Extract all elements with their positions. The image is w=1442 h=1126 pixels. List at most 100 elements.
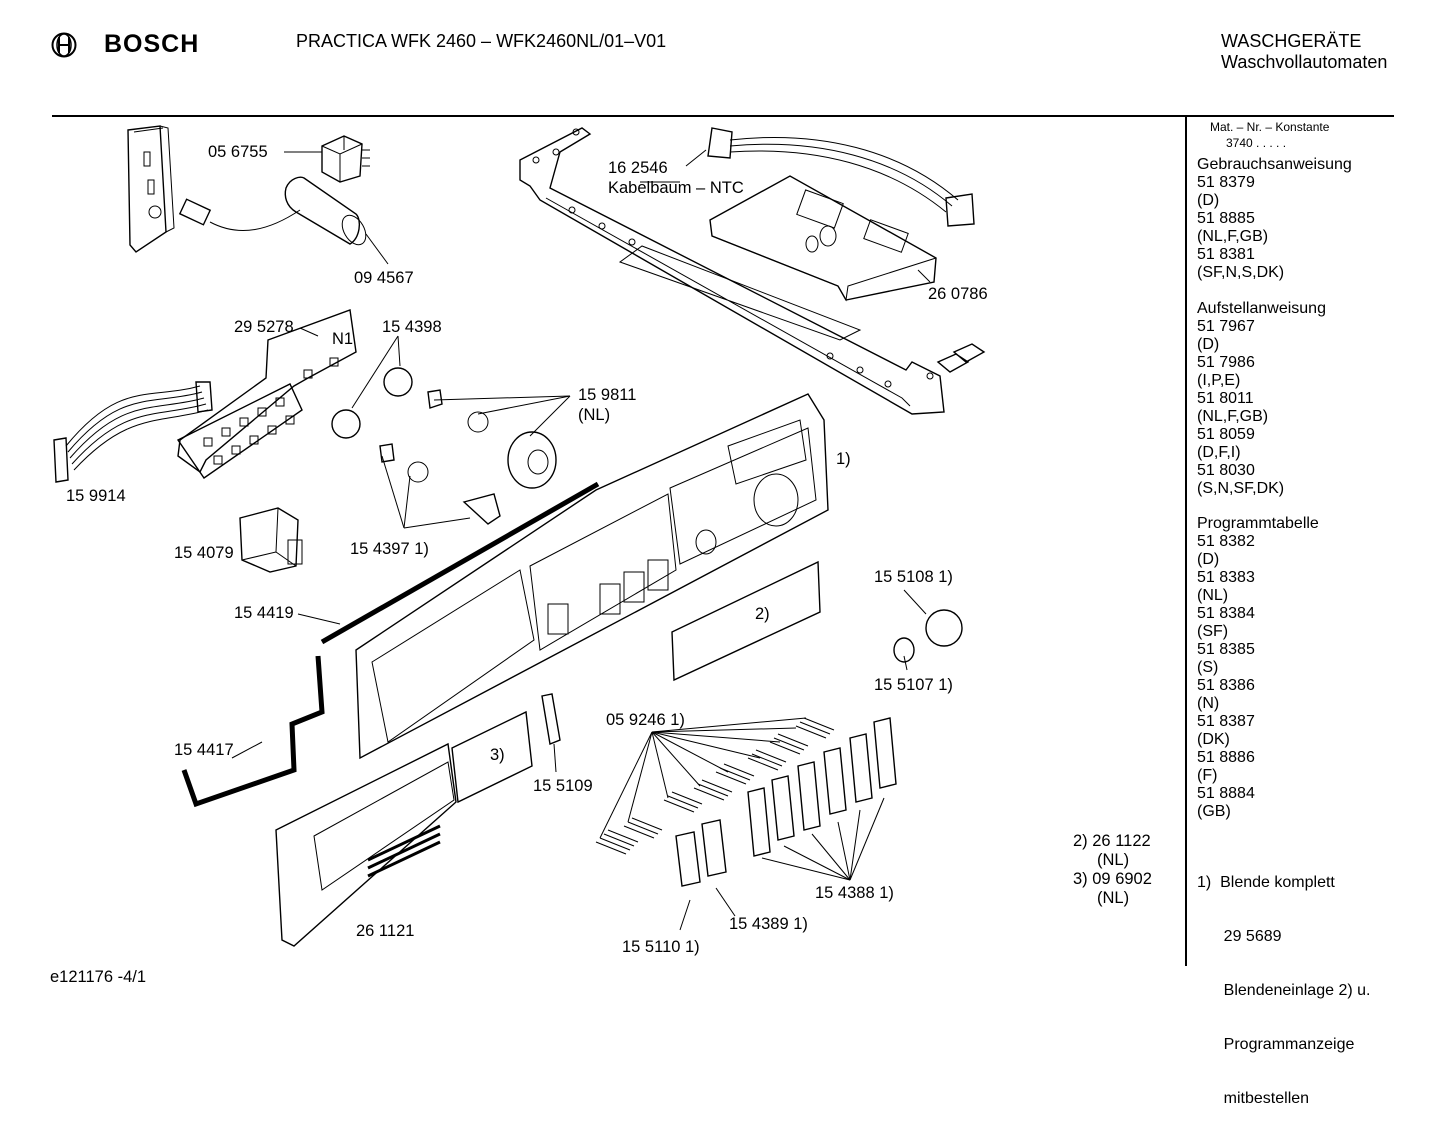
doc-number: 51 8386: [1197, 677, 1255, 694]
part-label: 15 4419: [234, 604, 294, 622]
doc-number: 51 8030: [1197, 462, 1255, 479]
control-panel-fascia: [355, 393, 829, 760]
part-label: Kabelbaum – NTC: [608, 179, 744, 197]
doc-language: (DK): [1197, 731, 1230, 748]
sidebar-section-gebrauchsanweisung: Gebrauchsanweisung 51 8379 (D) 51 8885 (…: [1197, 156, 1352, 282]
doc-number: 51 8381: [1197, 246, 1255, 263]
doc-language: (NL,F,GB): [1197, 408, 1269, 425]
doc-language: (GB): [1197, 803, 1231, 820]
part-label: 15 4388 1): [815, 884, 894, 902]
brand-name: BOSCH: [104, 30, 200, 58]
note-2-variant: (NL): [1097, 851, 1130, 869]
footnote-line: 1) Blende komplett: [1197, 874, 1335, 891]
display-pcb: [176, 309, 357, 479]
footnote-line: Blendeneinlage 2) u.: [1197, 982, 1371, 999]
doc-language: (D): [1197, 192, 1220, 209]
dispenser-drawer: [275, 693, 561, 947]
drawing-code: e121176 -4/1: [50, 968, 147, 986]
doc-number: 51 8884: [1197, 785, 1255, 802]
part-label: 15 4397 1): [350, 540, 429, 558]
doc-language: (SF,N,S,DK): [1197, 264, 1285, 281]
part-label: 15 4079: [174, 544, 234, 562]
doc-number: 51 8885: [1197, 210, 1255, 227]
spring-parts: [595, 717, 835, 855]
part-label: 15 4389 1): [729, 915, 808, 933]
part-label: 15 5110 1): [622, 938, 700, 956]
exploded-parts-diagram: [52, 115, 1394, 966]
part-label: N1: [332, 330, 354, 348]
doc-language: (D,F,I): [1197, 444, 1241, 461]
capacitor-part: [178, 176, 367, 246]
part-label: 09 4567: [354, 269, 414, 287]
doc-number: 51 7967: [1197, 318, 1255, 335]
note-3-ref: 3) 09 6902: [1073, 870, 1152, 888]
part-label: 2): [755, 605, 770, 623]
bosch-armature-icon: [51, 32, 77, 58]
doc-number: 51 8011: [1197, 390, 1254, 407]
doc-language: (NL): [1197, 587, 1229, 604]
ribbon-cable: [53, 381, 213, 483]
part-label: 3): [490, 746, 505, 764]
part-label: 15 5109: [533, 777, 593, 795]
note-3-variant: (NL): [1097, 889, 1130, 907]
part-label: 26 0786: [928, 285, 988, 303]
doc-language: (D): [1197, 336, 1220, 353]
model-title: PRACTICA WFK 2460 – WFK2460NL/01–V01: [296, 31, 667, 51]
category-line-2: Waschvollautomaten: [1221, 52, 1388, 72]
sidebar-section-aufstellanweisung: Aufstellanweisung 51 7967 (D) 51 7986 (I…: [1197, 300, 1326, 498]
mat-number-title: Mat. – Nr. – Konstante: [1210, 120, 1330, 134]
part-label: 26 1121: [356, 922, 415, 940]
part-label: 1): [836, 450, 851, 468]
mat-number-value: 3740 . . . . .: [1226, 136, 1287, 150]
noise-filter-part: [321, 135, 370, 183]
part-label: 16 2546: [608, 159, 668, 177]
doc-language: (D): [1197, 551, 1220, 568]
leader-lines: [231, 149, 931, 931]
doc-number: 51 7986: [1197, 354, 1255, 371]
doc-number: 51 8387: [1197, 713, 1255, 730]
doc-number: 51 8383: [1197, 569, 1255, 586]
control-frame-rail: [519, 127, 986, 415]
ntc-cable-harness: [707, 127, 975, 227]
knob-parts: [331, 367, 963, 663]
part-label: 15 5107 1): [874, 676, 953, 694]
display-window-strip: [671, 560, 821, 682]
part-label: 15 9914: [66, 487, 126, 505]
note-2-ref: 2) 26 1122: [1073, 832, 1151, 850]
electronic-module: [709, 175, 937, 302]
part-label: 05 6755: [208, 143, 268, 161]
section-title: Gebrauchsanweisung: [1197, 156, 1352, 173]
part-label: 15 4398: [382, 318, 442, 336]
sidebar-footnote: 1) Blende komplett 29 5689 Blendeneinlag…: [1197, 838, 1370, 1126]
footnote-line: Programmanzeige: [1197, 1036, 1355, 1053]
doc-number: 51 8379: [1197, 174, 1255, 191]
doc-number: 51 8382: [1197, 533, 1255, 550]
seal-strip-154419: [320, 481, 600, 645]
seal-strip-154417: [181, 655, 325, 808]
doc-number: 51 8384: [1197, 605, 1255, 622]
doc-language: (NL,F,GB): [1197, 228, 1269, 245]
category-line-1: WASCHGERÄTE: [1221, 31, 1362, 51]
door-switch-part: [239, 507, 303, 573]
doc-language: (S): [1197, 659, 1219, 676]
footnote-line: mitbestellen: [1197, 1090, 1310, 1107]
part-label: 15 5108 1): [874, 568, 953, 586]
mounting-bracket: [127, 125, 175, 253]
sidebar-section-programmtabelle: Programmtabelle 51 8382 (D) 51 8383 (NL)…: [1197, 515, 1319, 821]
doc-language: (SF): [1197, 623, 1229, 640]
push-button-keys: [675, 717, 897, 887]
part-label: 15 9811: [578, 386, 637, 404]
section-title: Programmtabelle: [1197, 515, 1319, 532]
doc-language: (N): [1197, 695, 1220, 712]
footnote-line: 29 5689: [1197, 928, 1282, 945]
doc-language: (S,N,SF,DK): [1197, 480, 1285, 497]
doc-language: (F): [1197, 767, 1218, 784]
doc-language: (I,P,E): [1197, 372, 1241, 389]
part-label: 15 4417: [174, 741, 234, 759]
doc-number: 51 8886: [1197, 749, 1255, 766]
part-label: 05 9246 1): [606, 711, 685, 729]
part-label: 29 5278: [234, 318, 294, 336]
bosch-logo: [50, 31, 78, 63]
doc-number: 51 8059: [1197, 426, 1255, 443]
part-label: (NL): [578, 406, 611, 424]
